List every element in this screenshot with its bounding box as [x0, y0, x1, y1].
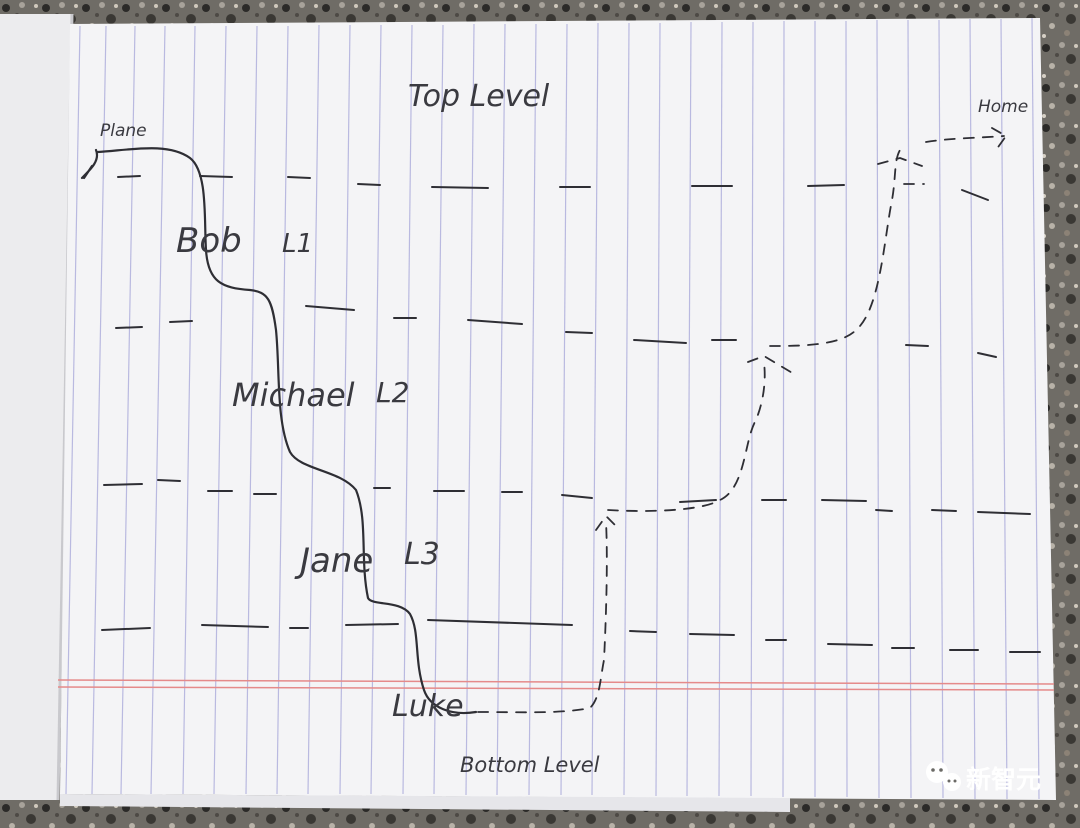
label-bottom-level: Bottom Level — [460, 753, 600, 777]
label-bob: Bob — [176, 221, 242, 261]
paper-sheet — [60, 18, 1056, 800]
left-page — [0, 14, 72, 800]
level-dashes — [101, 175, 1041, 653]
label-michael: Michael — [232, 376, 355, 414]
watermark: 新智元 — [926, 761, 1041, 794]
margin-rule — [57, 679, 1055, 691]
wechat-icon — [926, 761, 961, 791]
label-jane: Jane — [294, 541, 373, 581]
vertical-rules — [65, 17, 1040, 800]
ascent-path — [477, 127, 1007, 714]
label-level-2: L2 — [376, 376, 409, 409]
label-level-3: L3 — [404, 537, 440, 572]
label-luke: Luke — [392, 689, 464, 724]
label-home: Home — [978, 97, 1028, 117]
descent-path — [80, 147, 478, 715]
paper-bottom-edge — [60, 794, 790, 812]
label-level-1: L1 — [282, 229, 313, 259]
watermark-text: 新智元 — [966, 765, 1041, 794]
label-plane: Plane — [100, 121, 147, 141]
label-top-level: Top Level — [408, 79, 550, 114]
